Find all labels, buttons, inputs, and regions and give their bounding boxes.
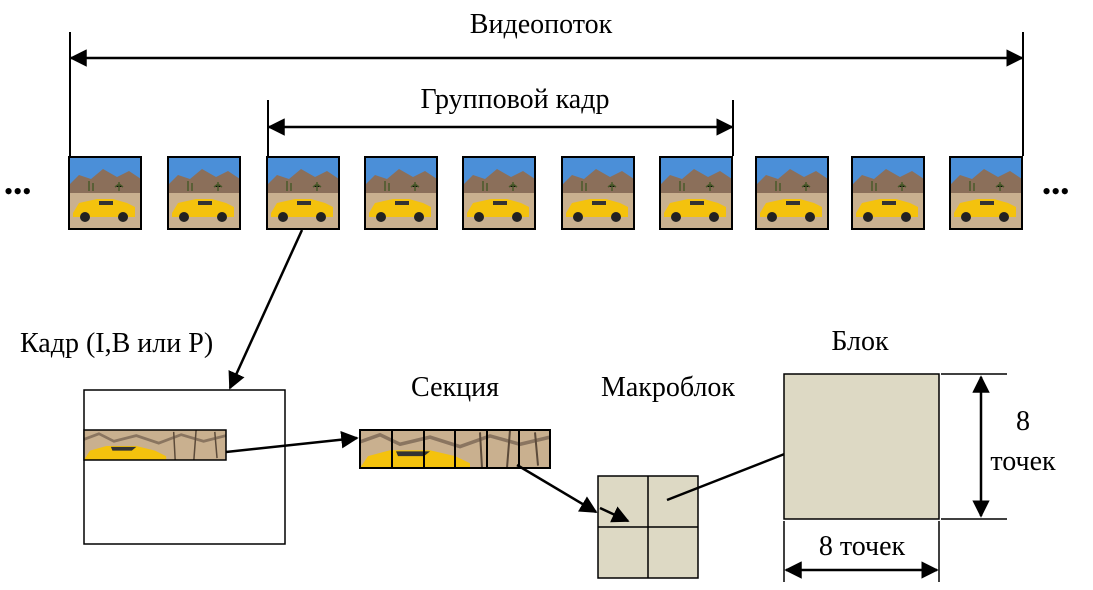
frame-thumbnail-selected [266,156,340,230]
frame-slice-strip [83,429,227,461]
frame-thumbnail [462,156,536,230]
frame-box [83,389,286,545]
frame-thumbnail [659,156,733,230]
ellipsis-left: ••• [4,177,31,206]
slice-arrow [225,430,359,454]
gop-label: Групповой кадр [421,84,610,115]
frame-thumbnail [68,156,142,230]
frame-thumbnail [949,156,1023,230]
frame-detail-arrow [228,229,304,390]
block-height-number: 8 [1016,406,1030,437]
slice-strip [359,429,551,469]
frame-thumbnail [755,156,829,230]
slice-label: Секция [411,372,499,403]
macroblock-arrow [516,463,598,514]
frame-thumbnail [364,156,438,230]
frame-thumbnail [851,156,925,230]
video-stream-label: Видеопоток [470,9,613,40]
block-square [783,373,940,520]
block-width-label: 8 точек [819,531,906,562]
frame-label: Кадр (I,B или P) [20,328,213,359]
macroblock-inner-arrow [599,506,630,523]
ellipsis-right: ••• [1042,177,1069,206]
block-label: Блок [831,326,889,357]
frame-thumbnail [167,156,241,230]
frame-thumbnail [561,156,635,230]
block-height-unit: точек [990,446,1056,477]
macroblock-label: Макроблок [601,372,735,403]
macroblock-grid [597,475,699,579]
frame-row [68,156,1023,230]
